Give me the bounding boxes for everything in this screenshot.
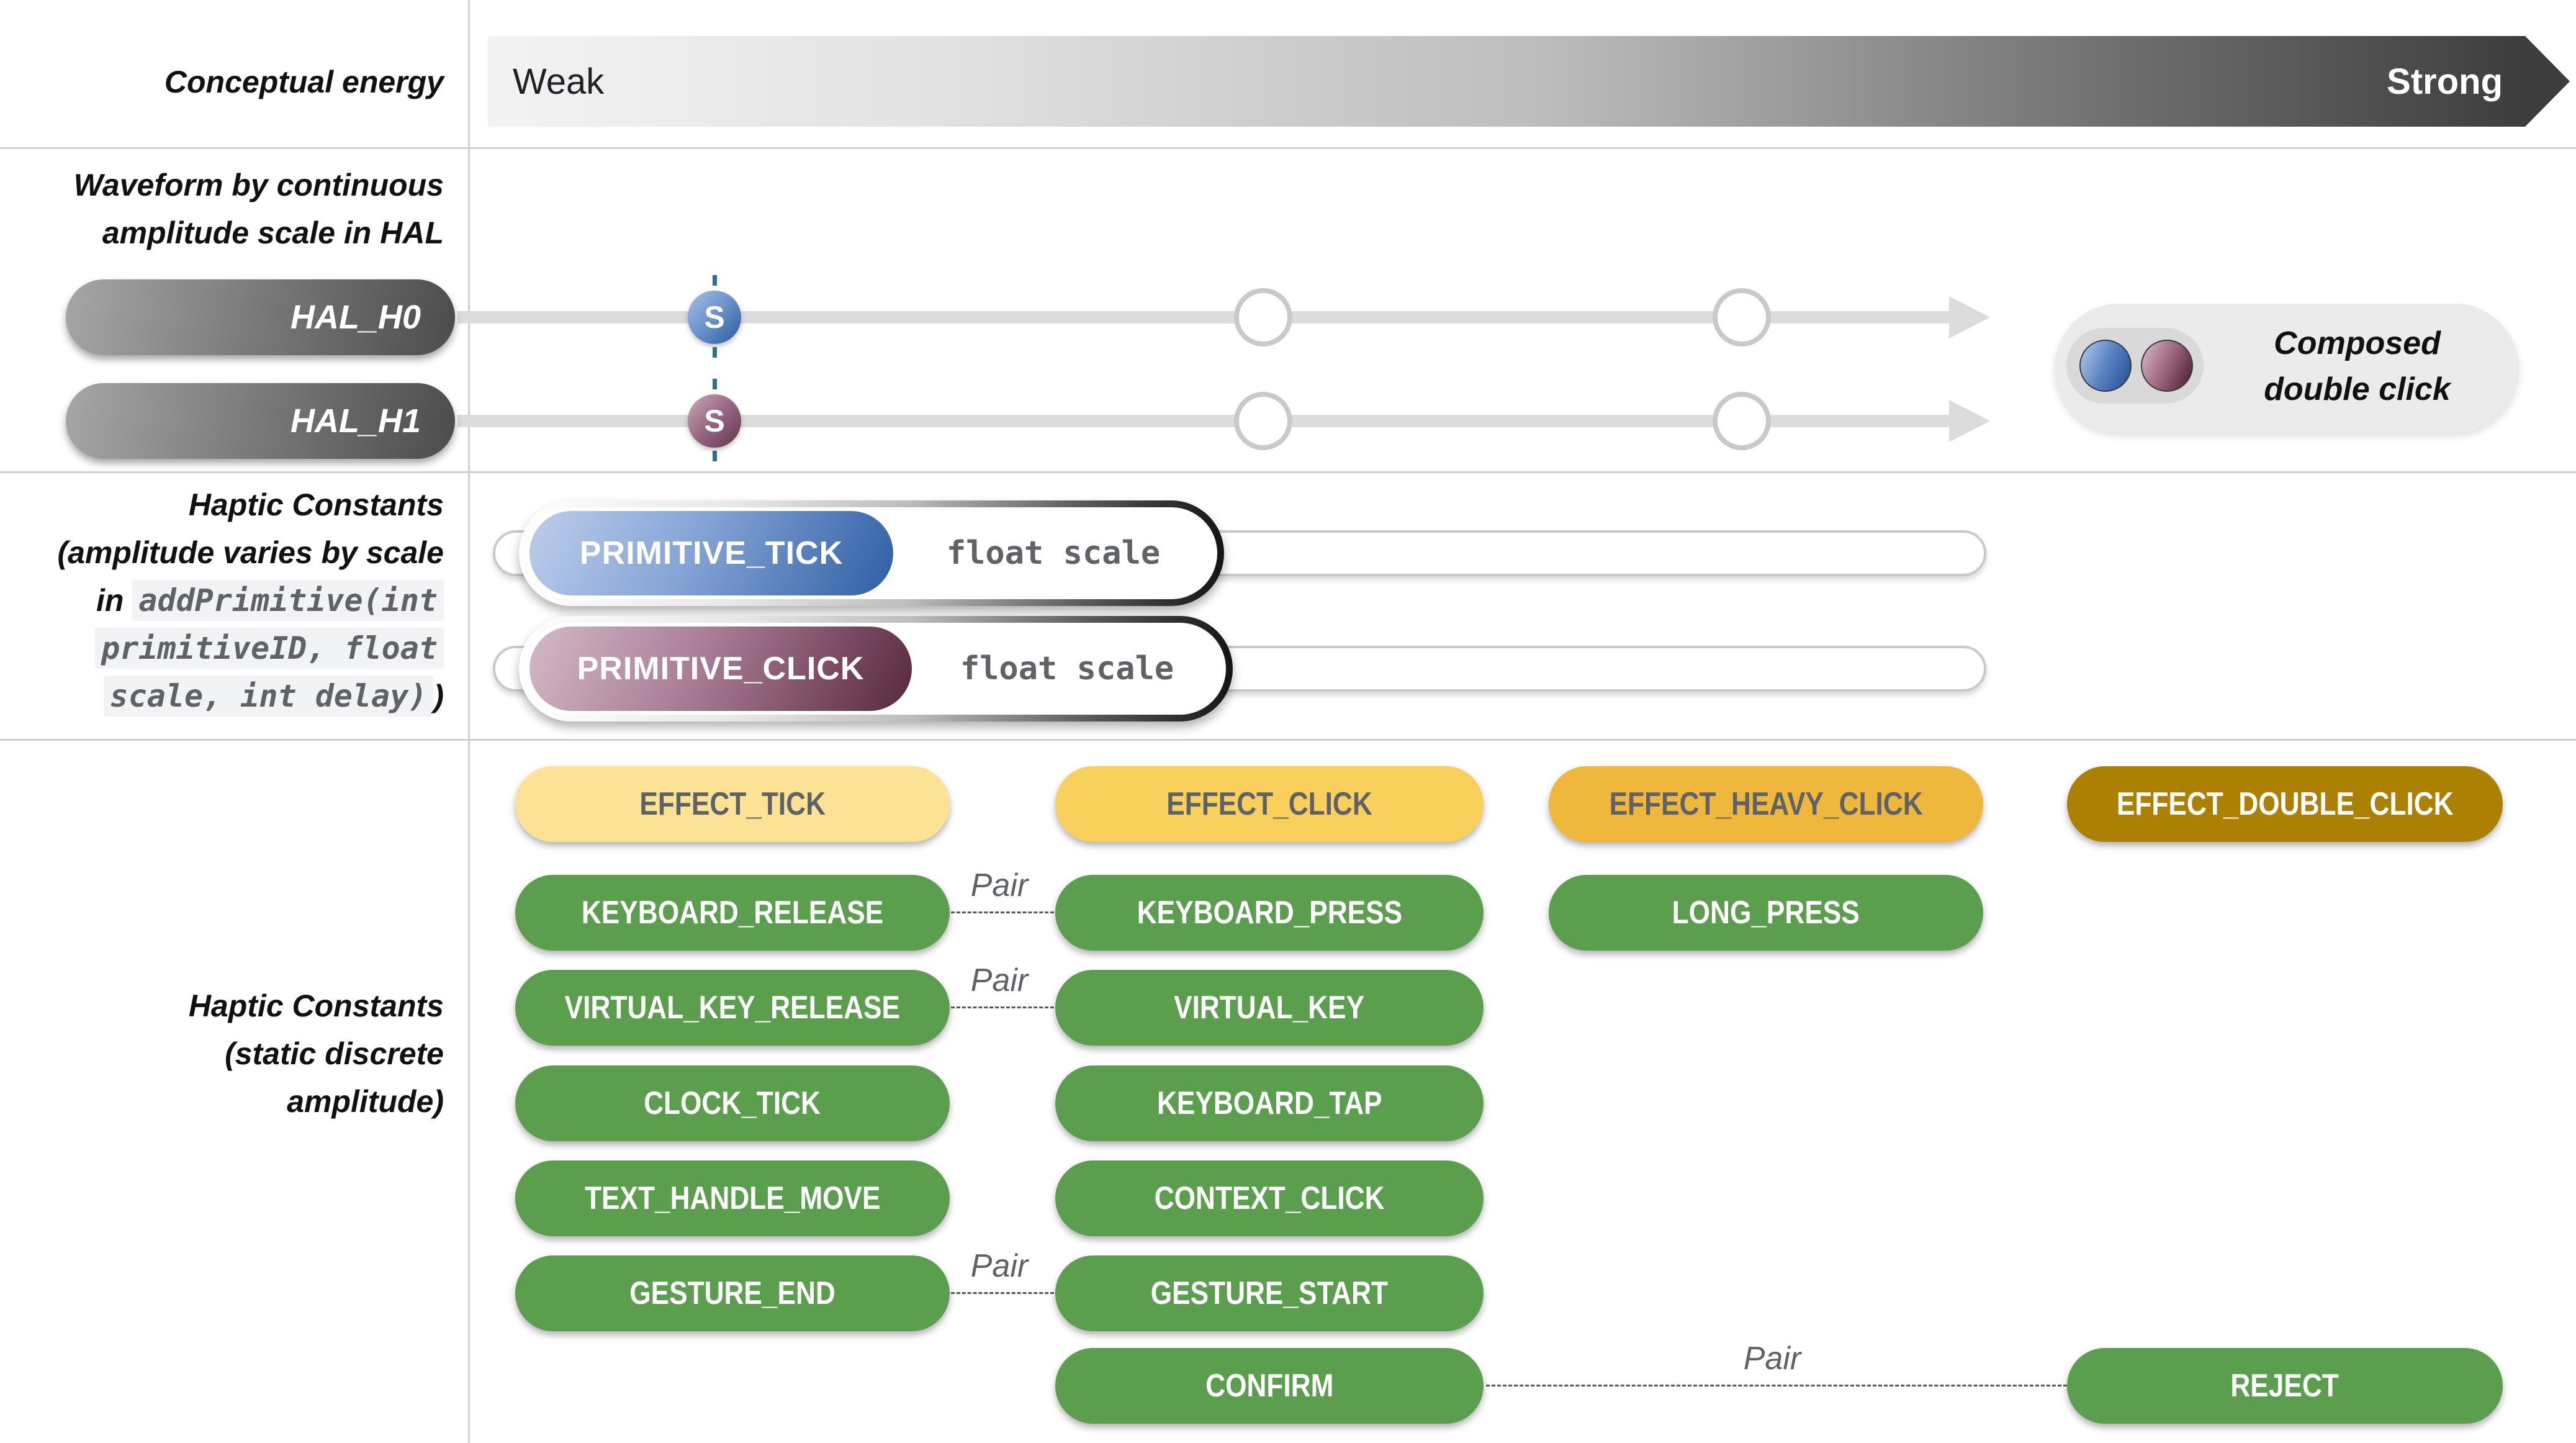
hal-h0-track <box>457 311 1949 323</box>
hal-h0-arrowhead-icon <box>1949 296 1990 338</box>
addprimitive-code-part1: addPrimitive(int <box>132 580 444 621</box>
pair-line-virtual-key <box>951 1006 1054 1008</box>
section-divider-1 <box>0 147 2576 149</box>
pair-label-confirm-reject: Pair <box>1743 1341 1801 1377</box>
pair-label-virtual-key: Pair <box>970 962 1029 998</box>
static-label-line3: amplitude) <box>287 1084 444 1119</box>
pair-line-gesture <box>951 1292 1054 1294</box>
hal-h1-node-1 <box>1234 392 1292 450</box>
composed-click-blue-icon <box>2079 340 2132 392</box>
hal-h1-arrowhead-icon <box>1949 400 1990 442</box>
pair-line-confirm-reject <box>1486 1385 2067 1386</box>
conceptual-energy-label: Conceptual energy <box>164 65 444 99</box>
pair-line-keyboard <box>951 911 1054 913</box>
primitive-tick-scale-param: float scale <box>946 535 1161 572</box>
waveform-label-line2: amplitude scale in HAL <box>102 215 444 250</box>
hal-h0-pill: HAL_H0 <box>66 279 455 355</box>
primitive-label-line2: (amplitude varies by scale <box>57 535 444 570</box>
keyboard-release-button: KEYBOARD_RELEASE <box>515 875 950 951</box>
virtual-key-button: VIRTUAL_KEY <box>1055 970 1484 1046</box>
primitive-click-capsule: PRIMITIVE_CLICK float scale <box>519 616 1233 722</box>
primitive-label-line1: Haptic Constants <box>188 487 444 522</box>
effect-heavy-click-button: EFFECT_HEAVY_CLICK <box>1549 766 1983 842</box>
primitive-constants-label: Haptic Constants (amplitude varies by sc… <box>0 481 444 720</box>
static-label-line2: (static discrete <box>225 1036 444 1071</box>
pair-label-keyboard: Pair <box>970 867 1029 903</box>
long-press-button: LONG_PRESS <box>1549 875 1983 951</box>
energy-arrowhead-icon <box>2525 36 2570 127</box>
weak-label: Weak <box>513 61 605 102</box>
static-constants-label: Haptic Constants (static discrete amplit… <box>0 982 444 1126</box>
primitive-tick-inner: PRIMITIVE_TICK float scale <box>526 507 1217 599</box>
text-handle-move-button: TEXT_HANDLE_MOVE <box>515 1160 950 1236</box>
primitive-click-inner: PRIMITIVE_CLICK float scale <box>526 623 1226 715</box>
addprimitive-code-part3: scale, int delay) <box>103 676 434 717</box>
section-divider-3 <box>0 739 2576 741</box>
hal-h0-s-marker: S <box>688 291 741 344</box>
confirm-button: CONFIRM <box>1055 1348 1484 1424</box>
energy-gradient-bar: Weak Strong <box>488 36 2525 127</box>
gesture-start-button: GESTURE_START <box>1055 1255 1484 1331</box>
composed-click-plum-icon <box>2141 340 2193 392</box>
primitive-click-scale-param: float scale <box>960 650 1174 687</box>
composed-double-click-label: Composed double click <box>2213 320 2502 412</box>
keyboard-tap-button: KEYBOARD_TAP <box>1055 1065 1484 1141</box>
context-click-button: CONTEXT_CLICK <box>1055 1160 1484 1236</box>
primitive-click-pill: PRIMITIVE_CLICK <box>529 627 912 711</box>
hal-h0-node-2 <box>1713 288 1771 346</box>
primitive-label-line5: scale, int delay)) <box>0 672 444 720</box>
hal-h1-node-2 <box>1713 392 1771 450</box>
composed-double-click-card: Composed double click <box>2055 304 2519 433</box>
waveform-label-line1: Waveform by continuous <box>73 168 444 202</box>
clock-tick-button: CLOCK_TICK <box>515 1065 950 1141</box>
effect-double-click-button: EFFECT_DOUBLE_CLICK <box>2067 766 2503 842</box>
hal-h1-pill: HAL_H1 <box>66 383 455 459</box>
primitive-label-line3: in addPrimitive(int <box>0 577 444 625</box>
pair-label-gesture: Pair <box>970 1248 1029 1284</box>
hal-h1-track <box>457 415 1949 427</box>
primitive-tick-pill: PRIMITIVE_TICK <box>529 511 893 595</box>
hal-h1-s-marker: S <box>688 394 741 448</box>
addprimitive-code-part2: primitiveID, float <box>95 628 444 669</box>
composed-label-line2: double click <box>2264 371 2451 407</box>
virtual-key-release-button: VIRTUAL_KEY_RELEASE <box>515 970 950 1046</box>
composed-label-line1: Composed <box>2274 325 2441 361</box>
hal-h0-node-1 <box>1234 288 1292 346</box>
effect-tick-button: EFFECT_TICK <box>515 766 950 842</box>
keyboard-press-button: KEYBOARD_PRESS <box>1055 875 1484 951</box>
primitive-label-line4: primitiveID, float <box>0 625 444 672</box>
effect-click-button: EFFECT_CLICK <box>1055 766 1484 842</box>
vertical-divider <box>468 0 470 1443</box>
strong-label: Strong <box>2387 61 2503 102</box>
primitive-tick-capsule: PRIMITIVE_TICK float scale <box>519 500 1224 606</box>
section-divider-2 <box>0 471 2576 473</box>
waveform-label: Waveform by continuous amplitude scale i… <box>0 161 444 257</box>
reject-button: REJECT <box>2067 1348 2503 1424</box>
static-label-line1: Haptic Constants <box>188 988 444 1023</box>
gesture-end-button: GESTURE_END <box>515 1255 950 1331</box>
